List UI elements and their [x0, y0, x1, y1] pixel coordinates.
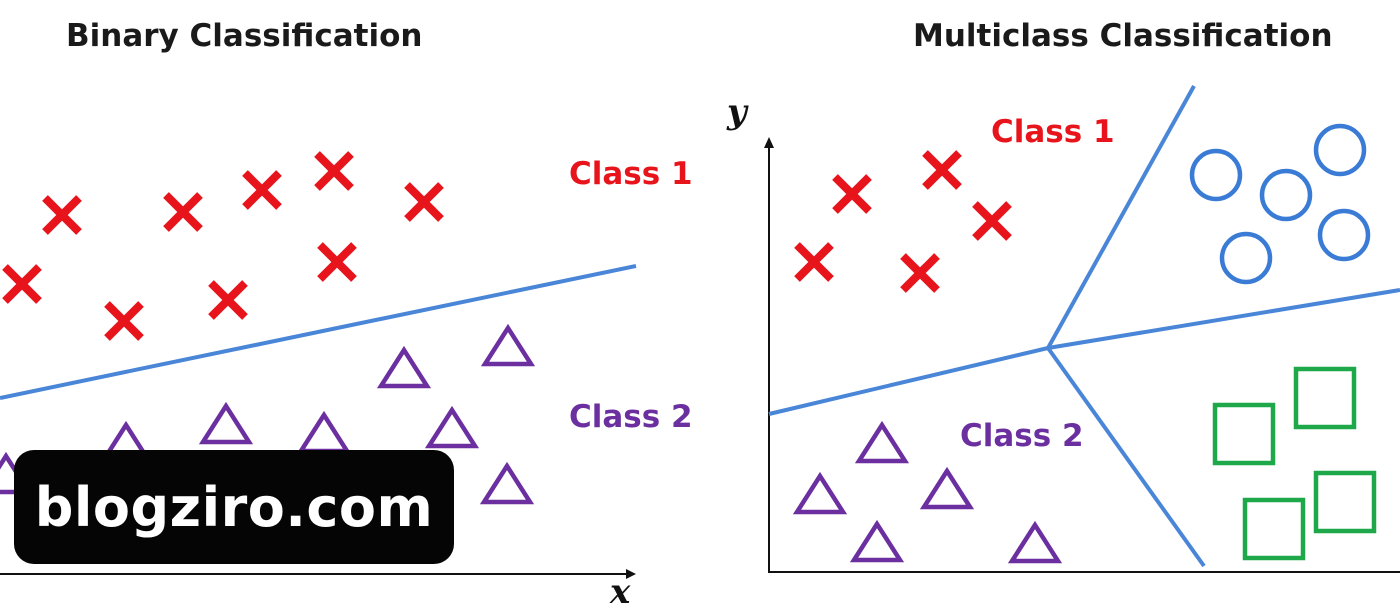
class1-cross-marker: [922, 150, 962, 190]
binary-x-axis-label: x: [610, 572, 631, 612]
multiclass-decision-boundaries: [768, 85, 1400, 568]
class2-triangle-marker: [296, 410, 352, 454]
class2-triangle-marker: [376, 345, 432, 389]
class3-circle-marker: [1219, 231, 1273, 285]
class2-triangle-marker: [854, 420, 910, 464]
class1-cross-marker: [242, 170, 282, 210]
class1-cross-marker: [208, 280, 248, 320]
watermark-badge: blogziro.com: [14, 450, 454, 564]
class4-square-marker: [1293, 366, 1357, 430]
boundary-right: [1047, 288, 1400, 350]
class2-triangle-marker: [424, 405, 480, 449]
multiclass-class2-label: Class 2: [960, 418, 1084, 454]
class3-circle-marker: [1313, 123, 1367, 177]
class4-square-marker: [1242, 497, 1306, 561]
class1-cross-marker: [900, 253, 940, 293]
class3-circle-marker: [1259, 168, 1313, 222]
binary-decision-boundary: [0, 264, 637, 400]
class2-triangle-marker: [849, 519, 905, 563]
class4-square-marker: [1212, 402, 1276, 466]
class2-triangle-marker: [792, 471, 848, 515]
binary-class2-label: Class 2: [569, 399, 693, 435]
class2-triangle-marker: [1007, 520, 1063, 564]
multiclass-y-axis-label: y: [727, 92, 747, 132]
class2-triangle-marker: [919, 466, 975, 510]
binary-axes: [0, 569, 636, 579]
class1-cross-marker: [104, 301, 144, 341]
class1-cross-marker: [42, 195, 82, 235]
class1-cross-marker: [163, 192, 203, 232]
class1-cross-marker: [404, 182, 444, 222]
watermark-text: blogziro.com: [34, 475, 434, 539]
class2-triangle-marker: [479, 461, 535, 505]
multiclass-markers: [792, 123, 1377, 564]
class1-cross-marker: [314, 151, 354, 191]
binary-class1-label: Class 1: [569, 156, 693, 192]
class1-cross-marker: [317, 242, 357, 282]
class2-triangle-marker: [480, 323, 536, 367]
boundary-left: [768, 346, 1049, 416]
class1-cross-marker: [832, 174, 872, 214]
class3-circle-marker: [1317, 208, 1371, 262]
multiclass-axes: [764, 137, 1400, 573]
class1-cross-marker: [794, 242, 834, 282]
binary-title: Binary Classification: [66, 18, 423, 54]
class3-circle-marker: [1189, 148, 1243, 202]
multiclass-y-axis-arrow: [764, 137, 774, 148]
class2-triangle-marker: [198, 401, 254, 445]
class4-square-marker: [1313, 470, 1377, 534]
boundary-upper: [1046, 85, 1196, 349]
boundary-lower: [1046, 346, 1206, 568]
multiclass-class1-label: Class 1: [991, 114, 1115, 150]
binary-x-axis-arrow: [626, 569, 636, 579]
multiclass-title: Multiclass Classification: [913, 18, 1333, 54]
class1-cross-marker: [972, 201, 1012, 241]
class1-cross-marker: [2, 264, 42, 304]
